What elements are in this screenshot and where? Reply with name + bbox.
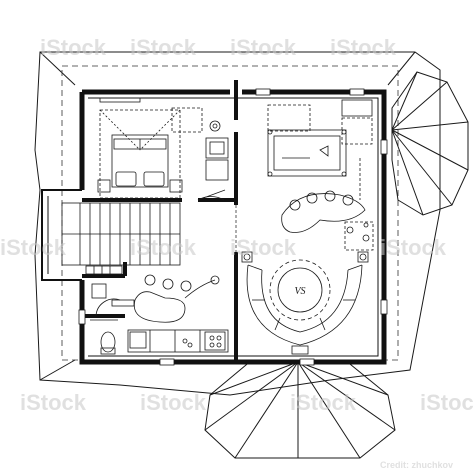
stove [204,331,226,351]
watermark-text: iStock [380,235,447,260]
rug [99,109,181,199]
window-bedroom [99,97,141,103]
pillow-left [115,171,137,187]
windows [78,88,388,366]
bar-stool [342,194,354,206]
watermark-text: iStock [40,35,107,60]
stair-treads [79,203,171,265]
side-table-left [241,251,253,263]
staircase [61,202,181,275]
bar-counter [281,193,366,233]
desk [205,159,229,181]
watermark-credit: Credit: zhuchkov [380,460,453,470]
exterior-walls-inner-line [88,97,379,357]
roof-outline [34,51,441,396]
pool-table [267,129,347,177]
kitchen-stool [144,274,156,286]
rug-round [269,259,331,321]
tv-stand [291,345,309,355]
watermark-text: iStock [130,35,197,60]
nightstand-right [169,179,183,193]
cabinet [267,104,311,132]
kitchen-island [133,291,186,323]
exterior-walls [79,89,387,365]
bath-cabinet [91,283,107,299]
watermark-text: iStock [420,390,474,415]
armchair [205,137,229,159]
nightstand-left [97,179,111,193]
bathroom [90,283,121,355]
interior-walls [82,80,238,362]
lamp [209,120,221,132]
wardrobe [171,107,203,133]
game-room [267,99,374,251]
bed [111,134,169,188]
sink [129,331,147,349]
watermark-text: iStock [290,390,357,415]
lounge-logo: VS [294,286,305,297]
kitchen [111,274,229,353]
stair-bump [41,189,82,281]
sofa-inner [261,269,349,333]
watermark-text: iStock [20,390,87,415]
bar-stool [289,199,301,211]
kitchen-counter [127,329,229,353]
sofa-outer [246,264,363,346]
pillow-right [143,171,165,187]
bar-stool [306,192,318,204]
watermark-text: iStock [230,235,297,260]
watermark-text: iStock [140,390,207,415]
bedroom [97,97,229,199]
shelf [341,99,373,117]
kitchen-stool [162,278,174,290]
pool-rack [319,145,329,157]
watermark: iStock iStock iStock iStock iStock iStoc… [0,35,474,470]
coffee-table [277,267,323,313]
side-table-right [357,251,369,263]
kitchen-stool [180,280,192,292]
toilet [100,331,116,353]
pendant-light [210,275,220,285]
bar-stool [324,190,336,202]
watermark-text: iStock [230,35,297,60]
bedroom-door [197,189,226,201]
turret-right [391,71,469,216]
lounge [241,251,369,355]
watermark-text: iStock [330,35,397,60]
watermark-text: iStock [0,235,67,260]
watermark-text: iStock [130,235,197,260]
bar-shelf [344,221,374,251]
